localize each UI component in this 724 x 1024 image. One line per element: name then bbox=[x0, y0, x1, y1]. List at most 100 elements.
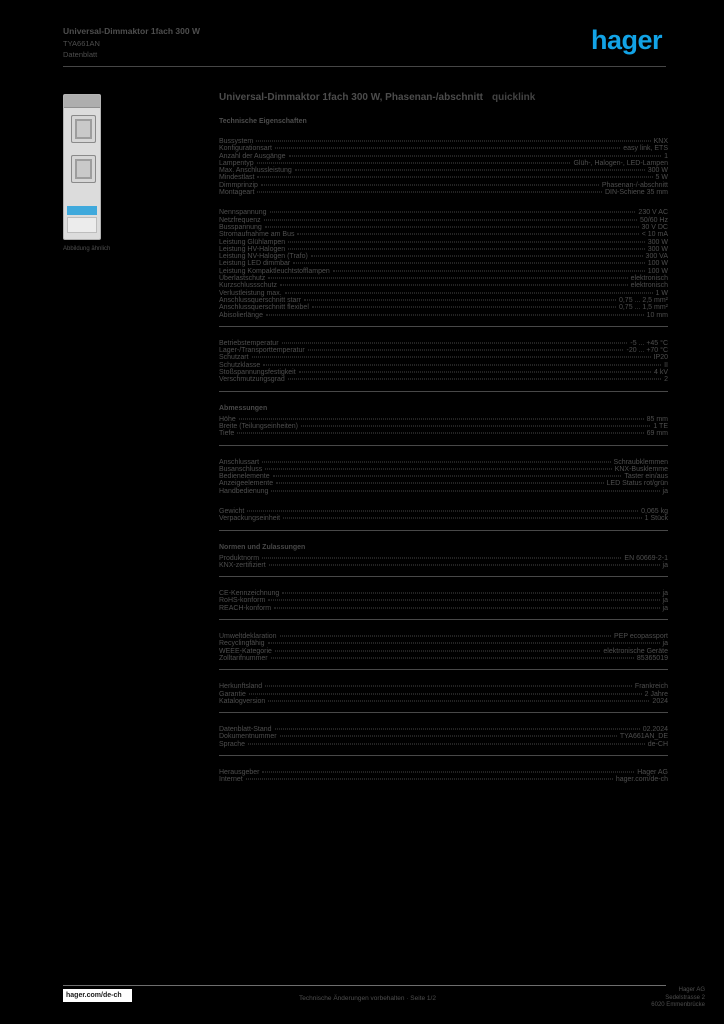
spec-value: 1 bbox=[664, 152, 668, 160]
spec-label: KNX-zertifiziert bbox=[219, 561, 266, 569]
spec-row: Stromaufnahme am Bus< 10 mA bbox=[219, 231, 668, 238]
dot-leader bbox=[274, 650, 601, 652]
spec-value: Taster ein/aus bbox=[624, 473, 668, 481]
spec-label: Herkunftsland bbox=[219, 683, 263, 691]
spec-value: EN 60669-2-1 bbox=[624, 554, 668, 562]
device-terminal-block bbox=[67, 217, 97, 233]
spec-label: Breite (Teilungseinheiten) bbox=[219, 422, 298, 430]
spec-label: Nennspannung bbox=[219, 209, 267, 217]
dot-leader bbox=[298, 371, 651, 373]
spec-row: Herkunftsland Frankreich bbox=[219, 683, 668, 690]
spec-label: Dokumentnummer bbox=[219, 733, 277, 741]
dot-leader bbox=[283, 517, 642, 519]
dot-leader bbox=[270, 657, 634, 659]
spec-label: Verschmutzungsgrad bbox=[219, 376, 285, 384]
dot-leader bbox=[248, 743, 645, 745]
spec-label: Handbedienung bbox=[219, 487, 269, 495]
spec-value: 1 TE bbox=[653, 422, 668, 430]
spec-label: Kurzschlussschutz bbox=[219, 282, 277, 290]
spec-label: Netzfrequenz bbox=[219, 216, 261, 224]
dot-leader bbox=[274, 728, 640, 730]
product-photo: Abbildung ähnlich bbox=[63, 94, 111, 252]
spec-label: Busanschluss bbox=[219, 465, 263, 473]
header-divider bbox=[63, 66, 666, 67]
spec-row: Stoßspannungsfestigkeit 4 kV bbox=[219, 369, 668, 376]
datasheet-body: Universal-Dimmaktor 1fach 300 W, Phasena… bbox=[219, 92, 668, 784]
footer-address-line: Sedelstrasse 2 bbox=[665, 994, 705, 1001]
spec-value: 230 V AC bbox=[638, 209, 668, 217]
spec-label: Verlustleistung max. bbox=[219, 289, 282, 297]
spec-row: Breite (Teilungseinheiten) 1 TE bbox=[219, 423, 668, 430]
dot-leader bbox=[247, 510, 639, 512]
spec-label: Anzahl der Ausgänge bbox=[219, 152, 286, 160]
spec-section-heading: Normen und Zulassungen bbox=[219, 543, 306, 551]
dot-leader bbox=[301, 425, 651, 427]
spec-value: TYA661AN_DE bbox=[619, 733, 668, 741]
dot-leader bbox=[256, 140, 651, 142]
spec-label: WEEE-Kategorie bbox=[219, 647, 272, 655]
dot-leader bbox=[288, 248, 645, 250]
spec-label: Stoßspannungsfestigkeit bbox=[219, 369, 296, 377]
spec-value: Schraubklemmen bbox=[613, 458, 668, 466]
dot-leader bbox=[297, 233, 639, 235]
spec-value: 0,75 ... 1,5 mm² bbox=[618, 304, 668, 312]
spec-label: Datenblatt-Stand bbox=[219, 726, 272, 734]
spec-label: Stromaufnahme am Bus bbox=[219, 231, 295, 239]
spec-label: Recyclingfähig bbox=[219, 640, 265, 648]
spec-value: 0,75 ... 2,5 mm² bbox=[618, 296, 668, 304]
spec-value: ja bbox=[662, 597, 668, 605]
document-header: Universal-Dimmaktor 1fach 300 W TYA661AN… bbox=[63, 26, 200, 59]
spec-value: Frankreich bbox=[634, 683, 668, 691]
spec-label: Überlastschutz bbox=[219, 275, 266, 283]
footer-address-line: Hager AG bbox=[678, 987, 705, 993]
spec-value: ja bbox=[662, 640, 668, 648]
spec-value: hager.com/de-ch bbox=[615, 776, 668, 784]
device-connector-lower bbox=[71, 155, 96, 183]
spec-label: Tiefe bbox=[219, 430, 235, 438]
dot-leader bbox=[268, 599, 660, 601]
spec-row: Anzahl der Ausgänge 1 bbox=[219, 153, 668, 160]
dot-leader bbox=[310, 255, 643, 257]
spec-value: 1 Stück bbox=[644, 515, 668, 523]
spec-value: KNX bbox=[653, 138, 668, 145]
header-document-type: Datenblatt bbox=[63, 50, 98, 59]
spec-value: 1 W bbox=[655, 289, 668, 297]
page-title-suffix: quicklink bbox=[491, 92, 536, 103]
dot-leader bbox=[248, 693, 642, 695]
spec-value: IP20 bbox=[653, 354, 668, 362]
spec-label: Anzeigeelemente bbox=[219, 480, 274, 488]
footer-website-link[interactable]: hager.com/de-ch bbox=[63, 989, 132, 1002]
spec-label: CE-Kennzeichnung bbox=[219, 590, 280, 598]
spec-label: Garantie bbox=[219, 690, 246, 698]
dot-leader bbox=[238, 418, 644, 420]
dot-leader bbox=[262, 557, 622, 559]
spec-value: 4 kV bbox=[653, 369, 668, 377]
spec-value: 2024 bbox=[652, 697, 668, 705]
spec-value: de-CH bbox=[647, 740, 668, 748]
dot-leader bbox=[251, 356, 651, 358]
spec-value: 300 W bbox=[647, 167, 668, 175]
dot-leader bbox=[279, 635, 612, 637]
dot-leader bbox=[256, 162, 571, 164]
product-caption: Abbildung ähnlich bbox=[63, 246, 111, 252]
dot-leader bbox=[265, 314, 644, 316]
spec-value: 300 VA bbox=[645, 253, 668, 261]
